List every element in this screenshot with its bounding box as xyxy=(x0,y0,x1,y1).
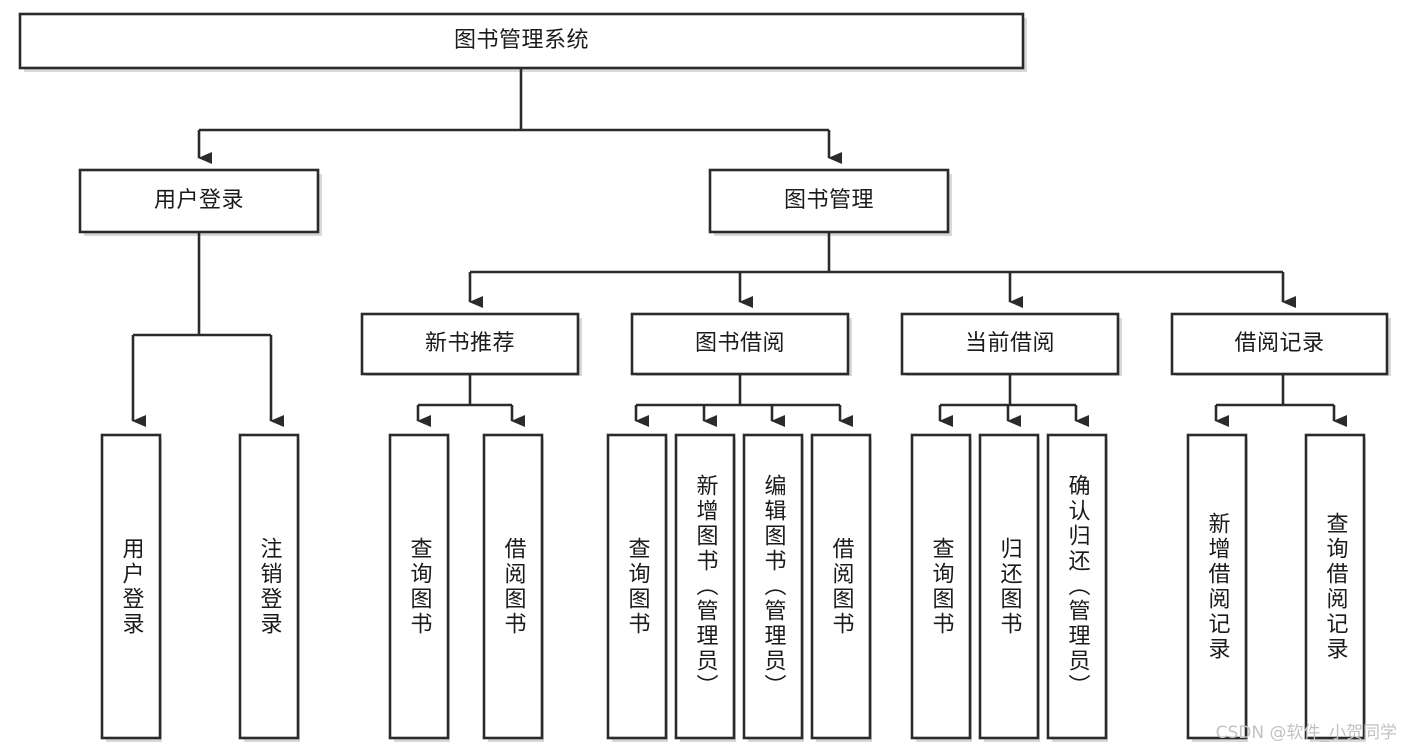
node-box-leaf-return-book[interactable] xyxy=(978,433,1040,740)
node-box-leaf-query-record[interactable] xyxy=(1304,433,1366,740)
node-box-leaf-confirm-return[interactable] xyxy=(1046,433,1108,740)
node-box-leaf-edit-book[interactable] xyxy=(742,433,804,740)
node-box-book-borrow[interactable] xyxy=(630,312,850,376)
node-box-leaf-logout-login[interactable] xyxy=(238,433,300,740)
node-box-leaf-query-book-3[interactable] xyxy=(910,433,972,740)
node-box-leaf-borrow-book-2[interactable] xyxy=(810,433,872,740)
node-box-new-book-recommend[interactable] xyxy=(360,312,580,376)
node-box-leaf-user-login[interactable] xyxy=(100,433,162,740)
node-box-leaf-add-record[interactable] xyxy=(1186,433,1248,740)
node-box-borrow-record[interactable] xyxy=(1170,312,1389,376)
node-box-current-borrow[interactable] xyxy=(900,312,1120,376)
node-box-leaf-query-book-1[interactable] xyxy=(388,433,450,740)
node-box-leaf-borrow-book-1[interactable] xyxy=(482,433,544,740)
node-box-layer xyxy=(18,12,1389,740)
node-box-book-manage[interactable] xyxy=(708,168,950,234)
node-box-leaf-query-book-2[interactable] xyxy=(606,433,668,740)
node-box-user-login[interactable] xyxy=(78,168,320,234)
node-box-root[interactable] xyxy=(18,12,1025,70)
node-box-leaf-add-book[interactable] xyxy=(674,433,736,740)
watermark-text: CSDN @软件_小贺同学 xyxy=(1215,723,1397,743)
connector-layer xyxy=(131,68,1347,427)
